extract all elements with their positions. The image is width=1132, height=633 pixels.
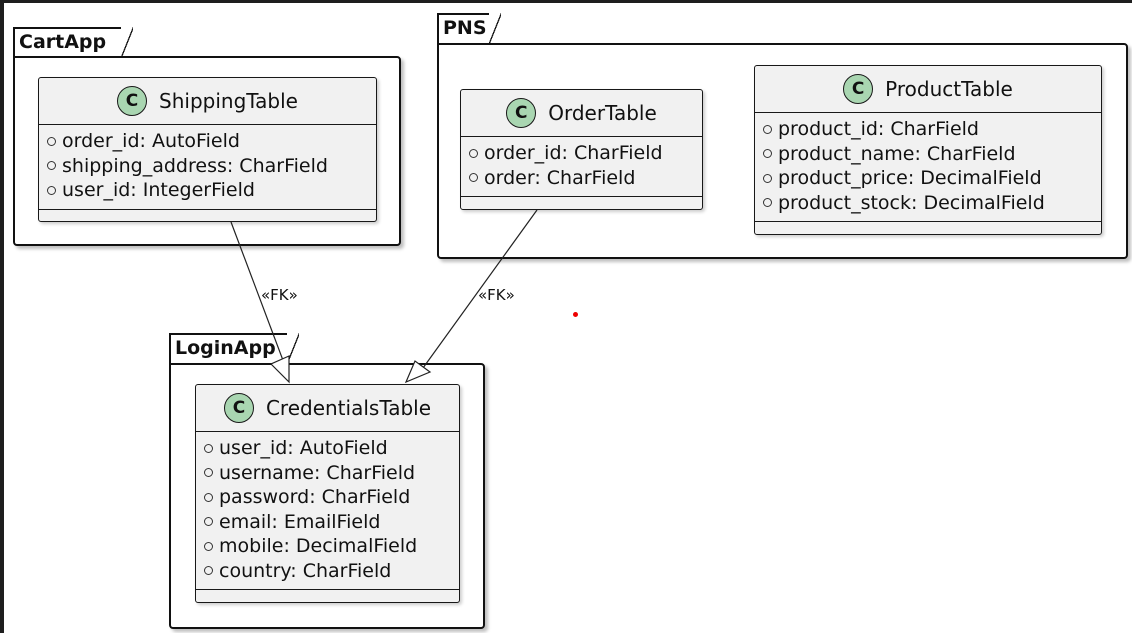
class-order-table-header: C OrderTable: [461, 90, 702, 137]
shipping-to-credentials-line: [230, 221, 285, 364]
attribute-text: username: CharField: [219, 461, 416, 484]
attribute-text: product_stock: DecimalField: [778, 191, 1045, 214]
attribute-list: order_id: AutoField shipping_address: Ch…: [39, 125, 376, 210]
attribute-row: country: CharField: [204, 559, 453, 584]
attribute-text: user_id: AutoField: [219, 437, 388, 459]
window-top-edge: [0, 0, 1132, 3]
public-visibility-icon: [47, 185, 56, 195]
class-credentials-table-header: C CredentialsTable: [196, 385, 459, 432]
class-product-table-header: C ProductTable: [755, 66, 1101, 113]
class-shipping-table[interactable]: C ShippingTable order_id: AutoField ship…: [38, 77, 377, 222]
public-visibility-icon: [47, 136, 56, 146]
public-visibility-icon: [469, 173, 478, 183]
class-product-table[interactable]: C ProductTable product_id: CharField pro…: [754, 65, 1102, 235]
class-name: CredentialsTable: [265, 396, 432, 420]
attribute-list: user_id: AutoField username: CharField p…: [196, 432, 459, 590]
class-shipping-table-header: C ShippingTable: [39, 78, 376, 125]
public-visibility-icon: [204, 517, 213, 527]
package-cartapp-tab: CartApp: [13, 27, 133, 57]
attribute-row: product_id: CharField: [763, 117, 1095, 142]
class-name: ProductTable: [885, 77, 1013, 101]
class-name: OrderTable: [548, 101, 657, 125]
public-visibility-icon: [47, 161, 56, 171]
attribute-text: product_id: CharField: [778, 118, 979, 140]
public-visibility-icon: [763, 173, 772, 183]
class-icon: C: [506, 98, 537, 128]
class-icon: C: [843, 74, 874, 104]
attribute-row: order: CharField: [469, 166, 696, 191]
attribute-row: order_id: AutoField: [47, 129, 370, 154]
attribute-text: user_id: IntegerField: [62, 179, 255, 201]
attribute-row: user_id: IntegerField: [47, 178, 370, 203]
attribute-row: username: CharField: [204, 461, 453, 486]
class-order-table[interactable]: C OrderTable order_id: CharField order: …: [460, 89, 703, 210]
attribute-text: mobile: DecimalField: [219, 535, 418, 557]
attribute-row: product_name: CharField: [763, 142, 1095, 167]
window-left-edge: [0, 0, 4, 633]
public-visibility-icon: [204, 492, 213, 502]
attribute-text: product_name: CharField: [778, 142, 1016, 165]
package-loginapp-tab: LoginApp: [169, 333, 299, 363]
attribute-row: shipping_address: CharField: [47, 154, 370, 179]
attribute-text: order: CharField: [484, 166, 636, 189]
attribute-row: product_price: DecimalField: [763, 166, 1095, 191]
attribute-row: user_id: AutoField: [204, 436, 453, 461]
shipping-fk-arrowhead: [269, 355, 290, 384]
attribute-row: product_stock: DecimalField: [763, 191, 1095, 216]
attribute-text: product_price: DecimalField: [778, 167, 1042, 189]
attribute-text: email: EmailField: [219, 510, 381, 533]
public-visibility-icon: [763, 124, 772, 134]
attribute-row: email: EmailField: [204, 510, 453, 535]
order-to-credentials-line: [422, 209, 538, 369]
package-pns-tab: PNS: [437, 13, 501, 43]
attribute-text: shipping_address: CharField: [62, 154, 328, 177]
fk-label-order: «FK»: [478, 286, 515, 304]
class-name: ShippingTable: [159, 89, 298, 113]
public-visibility-icon: [204, 541, 213, 551]
public-visibility-icon: [204, 468, 213, 478]
class-credentials-table[interactable]: C CredentialsTable user_id: AutoField us…: [195, 384, 460, 603]
order-fk-arrowhead: [404, 360, 432, 384]
attribute-text: password: CharField: [219, 486, 411, 508]
class-icon: C: [223, 393, 254, 423]
public-visibility-icon: [204, 443, 213, 453]
attribute-text: order_id: AutoField: [62, 130, 240, 152]
attribute-text: order_id: CharField: [484, 142, 663, 164]
attribute-list: order_id: CharField order: CharField: [461, 137, 702, 197]
public-visibility-icon: [469, 148, 478, 158]
public-visibility-icon: [763, 149, 772, 159]
public-visibility-icon: [763, 198, 772, 208]
public-visibility-icon: [204, 566, 213, 576]
attribute-list: product_id: CharField product_name: Char…: [755, 113, 1101, 222]
attribute-row: password: CharField: [204, 485, 453, 510]
attribute-row: order_id: CharField: [469, 141, 696, 166]
fk-label-shipping: «FK»: [261, 286, 298, 304]
attribute-text: country: CharField: [219, 559, 392, 582]
attribute-row: mobile: DecimalField: [204, 534, 453, 559]
class-icon: C: [117, 86, 148, 116]
red-marker-dot: [573, 312, 578, 317]
